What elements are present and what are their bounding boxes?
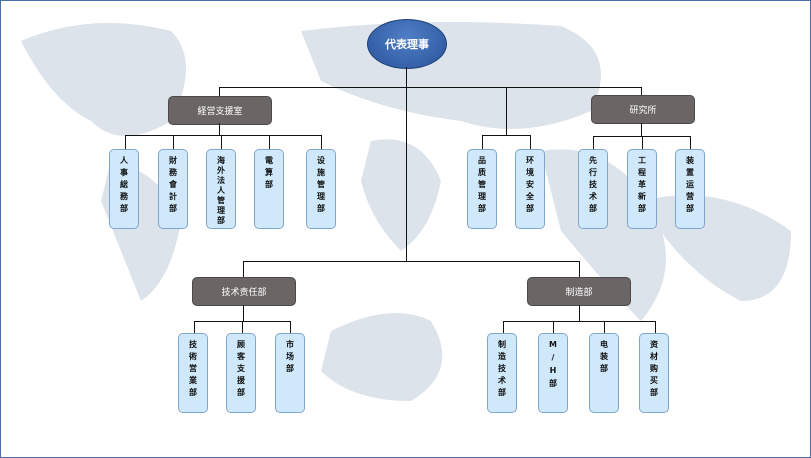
unit-box[interactable]: M/H部 (538, 333, 568, 413)
connector (641, 123, 642, 136)
dept-management-support[interactable]: 経営支援室 (168, 96, 272, 125)
connector (482, 135, 483, 149)
unit-box[interactable]: 装置运营部 (675, 149, 705, 229)
unit-box[interactable]: 品质管理部 (467, 149, 497, 229)
unit-box[interactable]: 工程革新部 (627, 149, 657, 229)
connector (290, 321, 291, 333)
connector (604, 321, 605, 333)
connector (321, 135, 322, 149)
connector (173, 135, 174, 149)
connector (243, 305, 244, 321)
unit-box[interactable]: 制造技术部 (487, 333, 517, 413)
connector (690, 136, 691, 149)
dept-research[interactable]: 研究所 (591, 95, 695, 124)
connector (125, 135, 126, 149)
connector (579, 305, 580, 321)
unit-box[interactable]: 人事総務部 (109, 149, 139, 229)
dept-technical[interactable]: 技术责任部 (192, 277, 296, 306)
connector (242, 321, 243, 333)
connector (269, 135, 270, 149)
unit-box[interactable]: 先行技术部 (578, 149, 608, 229)
connector (530, 135, 531, 149)
connector (219, 87, 642, 88)
connector (194, 321, 195, 333)
ceo-node[interactable]: 代表理事 (367, 19, 447, 69)
connector (553, 321, 554, 333)
unit-box[interactable]: 资材购买部 (639, 333, 669, 413)
connector (593, 136, 594, 149)
unit-box[interactable]: 设施管理部 (306, 149, 336, 229)
connector (579, 261, 580, 277)
unit-box[interactable]: 財務會計部 (158, 149, 188, 229)
connector (243, 261, 244, 277)
unit-box[interactable]: 环境安全部 (515, 149, 545, 229)
unit-box[interactable]: 电装部 (589, 333, 619, 413)
dept-manufacturing[interactable]: 制造部 (527, 277, 631, 306)
connector (219, 87, 220, 96)
connector (503, 321, 504, 333)
connector (641, 87, 642, 96)
connector (506, 87, 507, 135)
connector (482, 135, 531, 136)
connector (642, 136, 643, 149)
connector (655, 321, 656, 333)
unit-box[interactable]: 顾客支援部 (226, 333, 256, 413)
unit-box[interactable]: 技術営業部 (178, 333, 208, 413)
connector (243, 261, 580, 262)
connector (406, 67, 407, 262)
connector (221, 135, 222, 149)
connector (125, 135, 322, 136)
unit-box[interactable]: 海外法人管理部 (206, 149, 236, 229)
connector (219, 123, 220, 135)
unit-box[interactable]: 電算部 (254, 149, 284, 229)
unit-box[interactable]: 市场部 (275, 333, 305, 413)
connector (503, 321, 656, 322)
